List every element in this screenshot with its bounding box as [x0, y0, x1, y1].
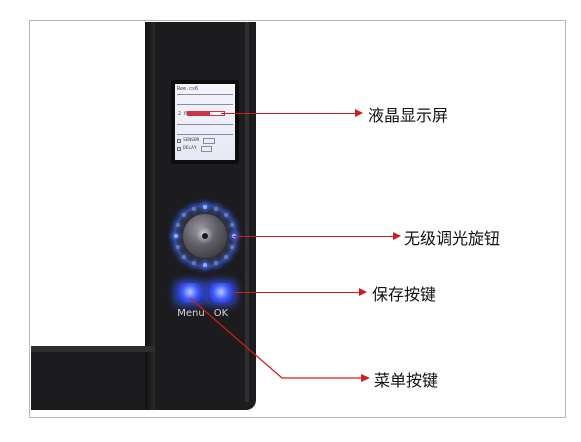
- frame-edge-shade: [145, 22, 155, 410]
- knob-led-icon: [176, 222, 181, 227]
- knob-led-icon: [223, 254, 228, 259]
- menu-arrow-icon: [361, 374, 370, 382]
- lcd-arrow-icon: [355, 109, 363, 117]
- panel-edge-highlight: [245, 22, 249, 402]
- lcd-callout-label: 液晶显示屏: [368, 106, 449, 125]
- lcd-delay-row: DELAY: [177, 146, 212, 152]
- knob-led-icon: [182, 213, 187, 218]
- knob-led-icon: [223, 213, 228, 218]
- knob-callout-line: [233, 236, 393, 237]
- delay-checkbox-icon: [177, 147, 181, 151]
- lcd-callout-line: [221, 113, 355, 114]
- menu-callout-label: 菜单按键: [374, 371, 439, 390]
- knob-led-icon: [229, 222, 234, 227]
- knob-led-icon: [229, 245, 234, 250]
- ok-button-label: OK: [213, 308, 229, 319]
- knob-led-icon: [214, 207, 219, 212]
- sensor-checkbox-icon: [177, 139, 181, 143]
- lcd-sensor-value: [203, 138, 215, 144]
- knob-led-icon: [191, 260, 196, 265]
- save-callout-label: 保存按键: [372, 285, 437, 304]
- knob-led-icon: [191, 207, 196, 212]
- lcd-divider: [177, 104, 233, 105]
- lcd-divider: [177, 134, 233, 135]
- knob-led-icon: [174, 234, 178, 238]
- ok-button[interactable]: [208, 283, 234, 303]
- frame-bottom-edge: [31, 346, 155, 352]
- menu-button-label: Menu: [177, 308, 205, 319]
- lcd-brightness-fill: [188, 112, 210, 115]
- lcd-slider-label: 2 0: [178, 111, 188, 117]
- lcd-screen: Ree.cs6 2 0 SENSOR DELAY: [175, 84, 235, 160]
- lcd-sensor-label: SENSOR: [183, 138, 200, 143]
- knob-led-icon: [203, 263, 207, 267]
- lcd-sensor-row: SENSOR: [177, 138, 215, 144]
- lcd-divider: [177, 124, 233, 125]
- knob-indicator-icon: [202, 233, 208, 239]
- knob-led-icon: [214, 260, 219, 265]
- knob-led-icon: [182, 254, 187, 259]
- lcd-delay-value: [200, 146, 212, 152]
- knob-led-icon: [203, 205, 207, 209]
- lcd-delay-label: DELAY: [183, 146, 197, 151]
- frame-opening: [31, 22, 145, 348]
- save-callout-line: [233, 292, 359, 293]
- save-arrow-icon: [359, 288, 367, 296]
- knob-callout-label: 无级调光旋钮: [404, 229, 501, 248]
- knob-led-icon: [176, 245, 181, 250]
- lcd-divider: [177, 94, 233, 95]
- knob-arrow-icon: [393, 232, 401, 240]
- lcd-header: Ree.cs6: [177, 86, 199, 92]
- menu-button[interactable]: [177, 283, 203, 303]
